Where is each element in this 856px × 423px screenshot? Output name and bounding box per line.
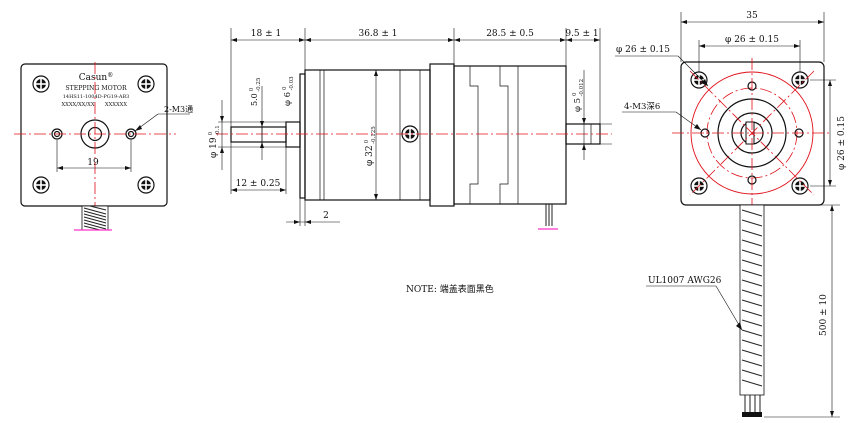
dim-gearbox-length: 36.8 ± 1 [358, 29, 397, 39]
front-view: Casun® STEPPING MOTOR 14HS11-1004D-PG19-… [14, 62, 193, 231]
lot-label-left: XXXX/XX/XX [61, 102, 94, 108]
screw-bottom-right-icon [137, 176, 155, 194]
dim-pilot-length: 12 ± 0.25 [236, 179, 281, 189]
side-gearbox-ring [429, 63, 455, 207]
dia-boss: φ 190-0.1 [208, 100, 286, 170]
drawing-note: NOTE: 端盖表面黑色 [406, 283, 494, 295]
dim-body-length: 18 ± 1 [251, 29, 281, 39]
side-front-shaft [230, 126, 287, 143]
dim-end-right: φ 26 ± 0.15 [837, 116, 847, 170]
end-screw-bottom-right-icon [791, 177, 809, 195]
dia-gearbox: φ 320-0.125 [364, 70, 378, 200]
dim-end-pcd-top: φ 26 ± 0.15 [725, 35, 779, 45]
end-view: 35 φ 26 ± 0.15 φ 26 ± 0.15 4-M3深6 φ 26 ±… [615, 11, 847, 418]
side-gearbox-cap [453, 65, 567, 205]
end-hole-callout: 4-M3深6 [624, 102, 660, 112]
front-cable-stub [81, 205, 109, 231]
dim-end-width: 35 [746, 11, 758, 21]
brand-label: Casun® [79, 72, 113, 83]
dia-front-shaft: φ 60-0.03 5.00-0.25 [249, 76, 295, 160]
model-label: 14HS11-1004D-PG19-AB3 [63, 94, 130, 100]
dim-flange-thickness: 2 [323, 211, 329, 221]
svg-text:φ 60-0.03: φ 60-0.03 [282, 76, 295, 106]
front-hole-spacing: 19 [87, 158, 99, 168]
svg-text:5.00-0.25: 5.00-0.25 [249, 77, 262, 106]
svg-text:φ 190-0.1: φ 190-0.1 [208, 125, 221, 158]
lot-label-right: XXXXXX [105, 102, 127, 108]
dim-shaft-length: 9.5 ± 1 [565, 29, 598, 39]
dia-output-shaft: φ 50-0.012 [566, 70, 612, 160]
screw-top-left-icon [32, 75, 50, 93]
dim-end-bolt-circle: φ 26 ± 0.15 [616, 45, 670, 55]
side-view: 18 ± 1 36.8 ± 1 28.5 ± 0.5 9.5 ± 1 12 ± … [208, 28, 612, 230]
end-screw-top-right-icon [791, 71, 809, 89]
screw-bottom-left-icon [32, 176, 50, 194]
side-pilot-boss [285, 121, 301, 148]
dim-cap-length: 28.5 ± 0.5 [486, 29, 534, 39]
cable-length-dim: 500 ± 10 [819, 294, 829, 336]
screw-top-right-icon [137, 75, 155, 93]
svg-text:φ 50-0.012: φ 50-0.012 [572, 79, 585, 112]
cable-spec-label: UL1007 AWG26 [648, 276, 722, 286]
svg-text:φ 320-0.125: φ 320-0.125 [364, 126, 377, 166]
product-type-label: STEPPING MOTOR [65, 85, 127, 92]
end-cable [739, 204, 765, 417]
front-hole-callout: 2-M3通 [164, 104, 193, 114]
